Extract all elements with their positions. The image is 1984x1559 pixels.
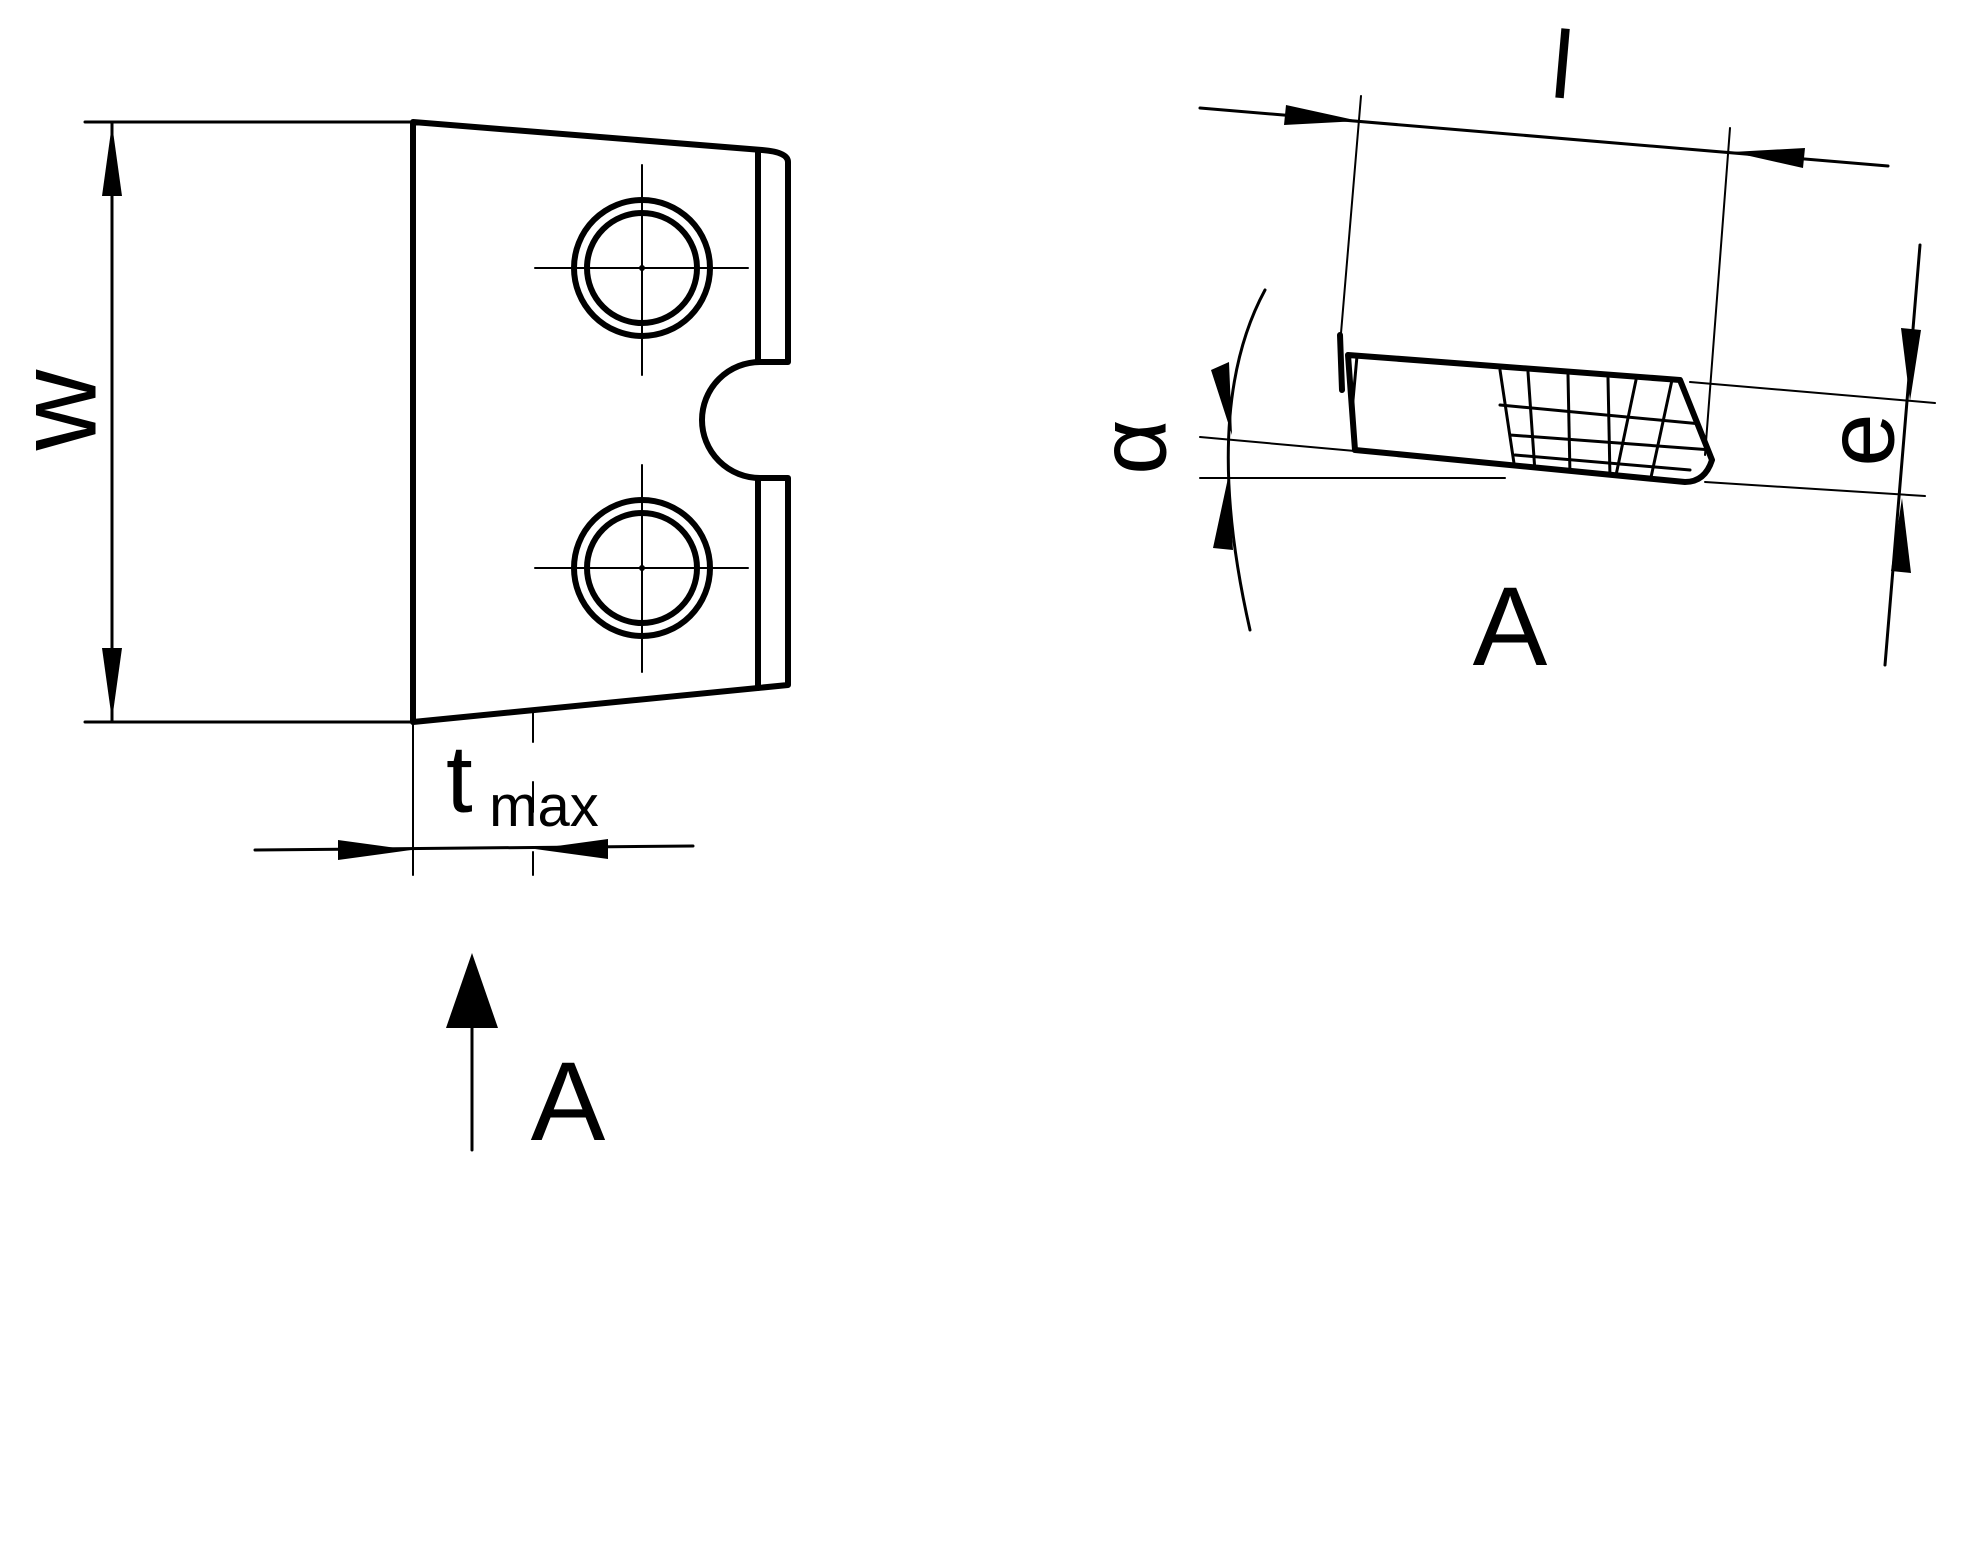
- thickness-subscript: max: [489, 774, 599, 839]
- insert-profile-details: [1348, 355, 1712, 482]
- top-view: w t max A: [0, 119, 791, 1164]
- angle-dimension: [1199, 288, 1506, 632]
- view-title: A: [1473, 564, 1548, 689]
- insert-plate: [410, 119, 791, 725]
- width-dimension: [83, 120, 415, 724]
- side-view: l e α A: [1079, 11, 1936, 689]
- view-arrow-label: A: [531, 1039, 606, 1164]
- thickness-dimension: [253, 711, 695, 876]
- mounting-hole-lower: [534, 464, 749, 673]
- angle-label: α: [1079, 419, 1186, 475]
- height-dimension: [1689, 243, 1936, 667]
- thickness-symbol: t: [446, 726, 473, 833]
- height-label: e: [1807, 413, 1914, 466]
- insert-profile: [1345, 352, 1715, 485]
- view-direction-arrow: [446, 953, 498, 1152]
- width-label: w: [0, 368, 120, 451]
- mounting-hole-upper: [534, 164, 749, 376]
- length-label: l: [1547, 11, 1578, 119]
- length-dimension: [1198, 95, 1890, 456]
- thickness-label: t max: [446, 726, 599, 839]
